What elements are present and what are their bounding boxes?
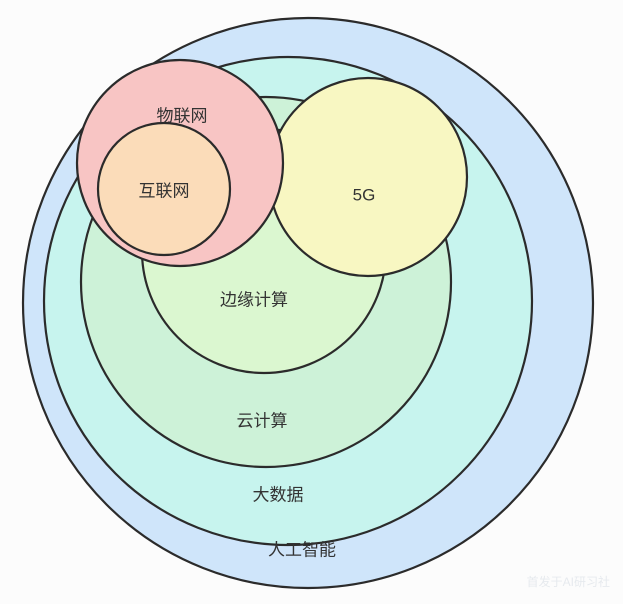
label-cloud-computing: 云计算 xyxy=(237,411,288,430)
circle-internet xyxy=(96,121,232,257)
watermark-text: 首发于AI研习社 xyxy=(527,574,610,589)
circle-5g xyxy=(267,76,469,278)
label-5g: 5G xyxy=(353,185,376,204)
label-iot: 物联网 xyxy=(157,106,208,125)
label-edge-computing: 边缘计算 xyxy=(220,290,288,309)
label-big-data: 大数据 xyxy=(253,485,304,504)
label-artificial-intelligence: 人工智能 xyxy=(268,540,336,559)
label-internet: 互联网 xyxy=(139,181,190,200)
